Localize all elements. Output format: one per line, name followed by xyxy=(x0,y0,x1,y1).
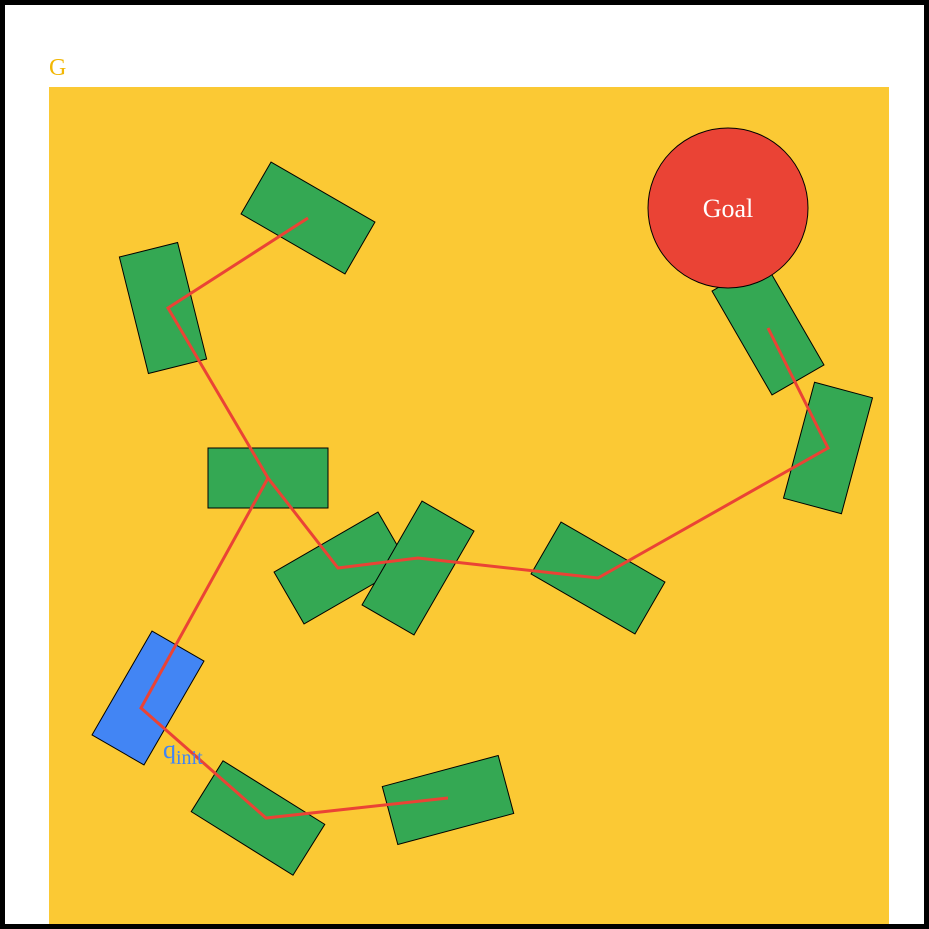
path-lower xyxy=(139,477,449,820)
init-label-subscript: init xyxy=(176,747,203,769)
region-label: G xyxy=(49,55,66,81)
obstacle xyxy=(361,500,475,636)
init-label-base: q xyxy=(163,735,176,764)
obstacle xyxy=(190,760,326,876)
init-label: qinit xyxy=(163,735,203,769)
obstacle xyxy=(118,241,208,375)
path-upper xyxy=(165,216,830,580)
goal-label: Goal xyxy=(703,194,754,223)
obstacle xyxy=(381,754,515,846)
configuration-space-diagram: G Goal qinit xyxy=(49,55,889,924)
goal-circle xyxy=(647,127,809,289)
